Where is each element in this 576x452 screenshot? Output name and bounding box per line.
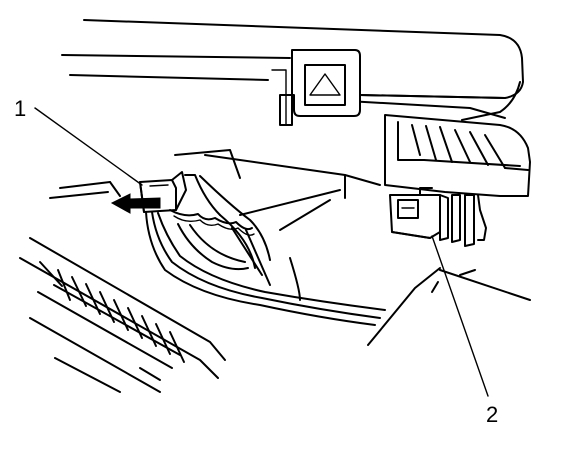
leader-line-2 [431,235,489,397]
mounting-bracket [384,114,531,197]
panel-lines [49,154,531,346]
electrical-connector [389,187,487,247]
wiring-harness [145,174,386,326]
top-connector-tab [271,49,361,126]
removal-arrow-icon [110,193,161,214]
callout-1: 1 [14,96,26,121]
leader-line-1 [34,107,143,186]
retainer-clip [110,171,187,214]
vent-grille [19,237,226,393]
callout-2: 2 [486,402,498,427]
blower-housing [174,149,271,286]
upper-housing [61,19,524,121]
